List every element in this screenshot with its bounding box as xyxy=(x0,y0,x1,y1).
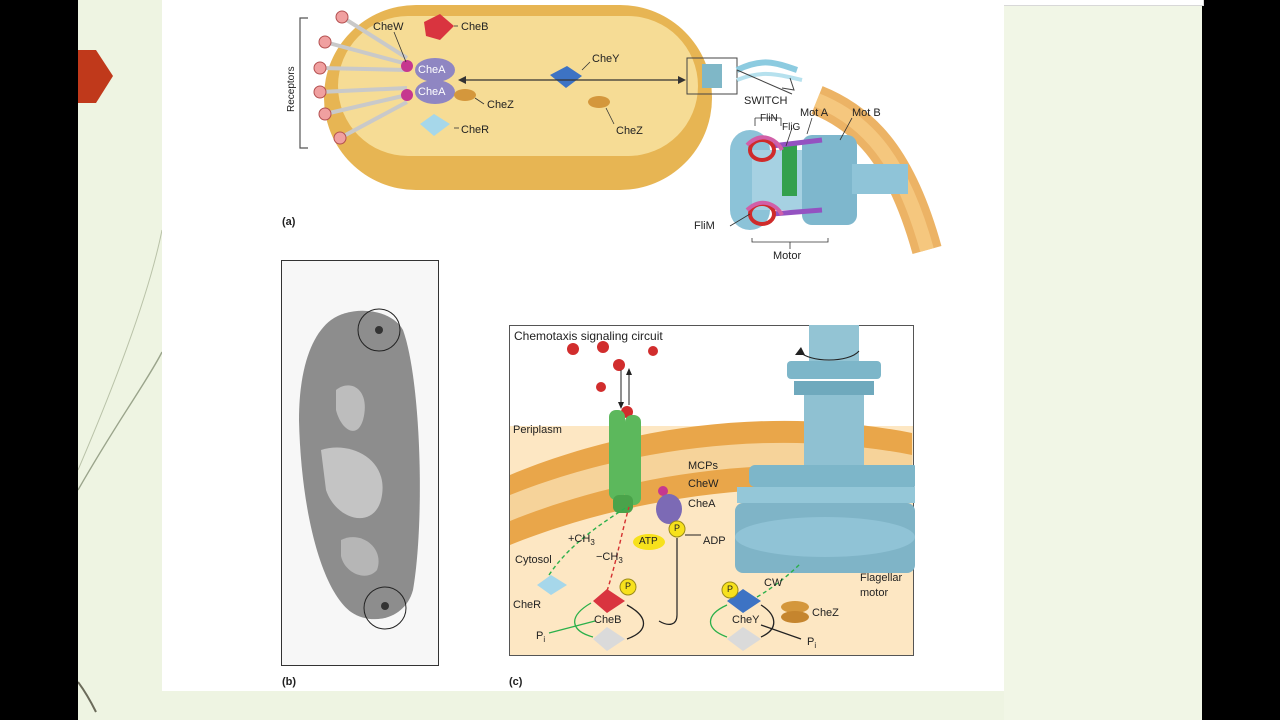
figure-area: Receptors CheW CheB CheA CheA CheY CheZ … xyxy=(162,0,1004,691)
label-mcps: MCPs xyxy=(688,460,718,472)
label-cheb-c: CheB xyxy=(594,614,622,626)
cher-protein xyxy=(420,114,450,136)
label-cheb: CheB xyxy=(461,21,489,33)
panel-a-label: (a) xyxy=(282,216,296,228)
ligand-molecules xyxy=(567,341,658,418)
label-adp: ADP xyxy=(703,535,726,547)
chea-ellipse xyxy=(656,494,682,524)
p-circle-chea xyxy=(668,520,686,538)
label-cytosol: Cytosol xyxy=(515,554,552,566)
label-p-chey: P xyxy=(727,584,734,594)
panel-b-micrograph xyxy=(281,260,439,666)
label-pi-1: Pi xyxy=(536,630,546,645)
label-cher: CheR xyxy=(461,124,490,136)
label-chez-2: CheZ xyxy=(616,125,643,137)
cell-cytoplasm xyxy=(338,16,698,156)
cheb-protein xyxy=(424,14,454,40)
chey-inactive-diamond xyxy=(727,627,761,651)
label-motb: Mot B xyxy=(852,107,881,119)
cher-diamond xyxy=(537,575,567,595)
label-mota: Mot A xyxy=(800,107,829,119)
label-chey-c: CheY xyxy=(732,614,760,626)
atp-badge xyxy=(633,534,665,550)
cheb-inactive-diamond xyxy=(593,627,625,651)
label-chez-c: CheZ xyxy=(812,607,839,619)
label-chew: CheW xyxy=(373,21,404,33)
label-chew-c: CheW xyxy=(688,478,719,490)
label-pi-2: Pi xyxy=(807,636,817,651)
chez-protein-1 xyxy=(454,89,476,101)
chey-protein xyxy=(550,66,582,88)
label-atp: ATP xyxy=(639,536,658,547)
chez-protein-2 xyxy=(588,96,610,108)
mcp-receptor xyxy=(609,410,641,513)
label-flagellar: Flagellar xyxy=(860,572,903,584)
receptor-proteins xyxy=(313,10,409,145)
flagellar-motor-c xyxy=(735,325,915,573)
flagellar-motor xyxy=(730,86,942,255)
label-flig: FliG xyxy=(782,122,801,133)
chew-circle xyxy=(658,486,668,496)
label-p-chea: P xyxy=(674,523,681,533)
slide-right-margin xyxy=(1004,0,1202,720)
chea-protein-1 xyxy=(415,58,455,82)
label-minus-ch3: −CH3 xyxy=(596,551,623,566)
panel-c-label: (c) xyxy=(509,676,523,688)
label-chey: CheY xyxy=(592,53,620,65)
panel-b-label: (b) xyxy=(282,676,297,688)
label-flin: FliN xyxy=(760,113,778,124)
chew-protein-2 xyxy=(401,89,413,101)
panel-c-diagram xyxy=(509,325,915,656)
panel-c-title: Chemotaxis signaling circuit xyxy=(514,329,663,343)
label-chea-1: CheA xyxy=(418,64,446,76)
chez-ellipse xyxy=(781,601,809,613)
receptors-label: Receptors xyxy=(286,66,297,112)
cheb-diamond xyxy=(593,589,625,613)
label-switch: SWITCH xyxy=(744,95,788,107)
label-flim: FliM xyxy=(694,220,715,232)
label-plus-ch3: +CH3 xyxy=(568,533,595,548)
label-periplasm: Periplasm xyxy=(513,424,562,436)
label-cw: CW xyxy=(764,577,783,589)
label-motor: Motor xyxy=(773,250,802,262)
slide-marker-icon xyxy=(78,50,113,103)
label-chea-c: CheA xyxy=(688,498,716,510)
label-cher-c: CheR xyxy=(513,599,542,611)
chea-protein-2 xyxy=(415,80,455,104)
panel-a-diagram xyxy=(299,5,942,255)
slide-decoration xyxy=(78,229,163,713)
p-circle-cheb xyxy=(619,578,637,596)
label-chez-1: CheZ xyxy=(487,99,514,111)
label-motor-c: motor xyxy=(860,587,889,599)
label-chea-2: CheA xyxy=(418,86,446,98)
chew-protein-1 xyxy=(401,60,413,72)
p-circle-chey xyxy=(721,581,739,599)
label-p-cheb: P xyxy=(625,581,632,591)
